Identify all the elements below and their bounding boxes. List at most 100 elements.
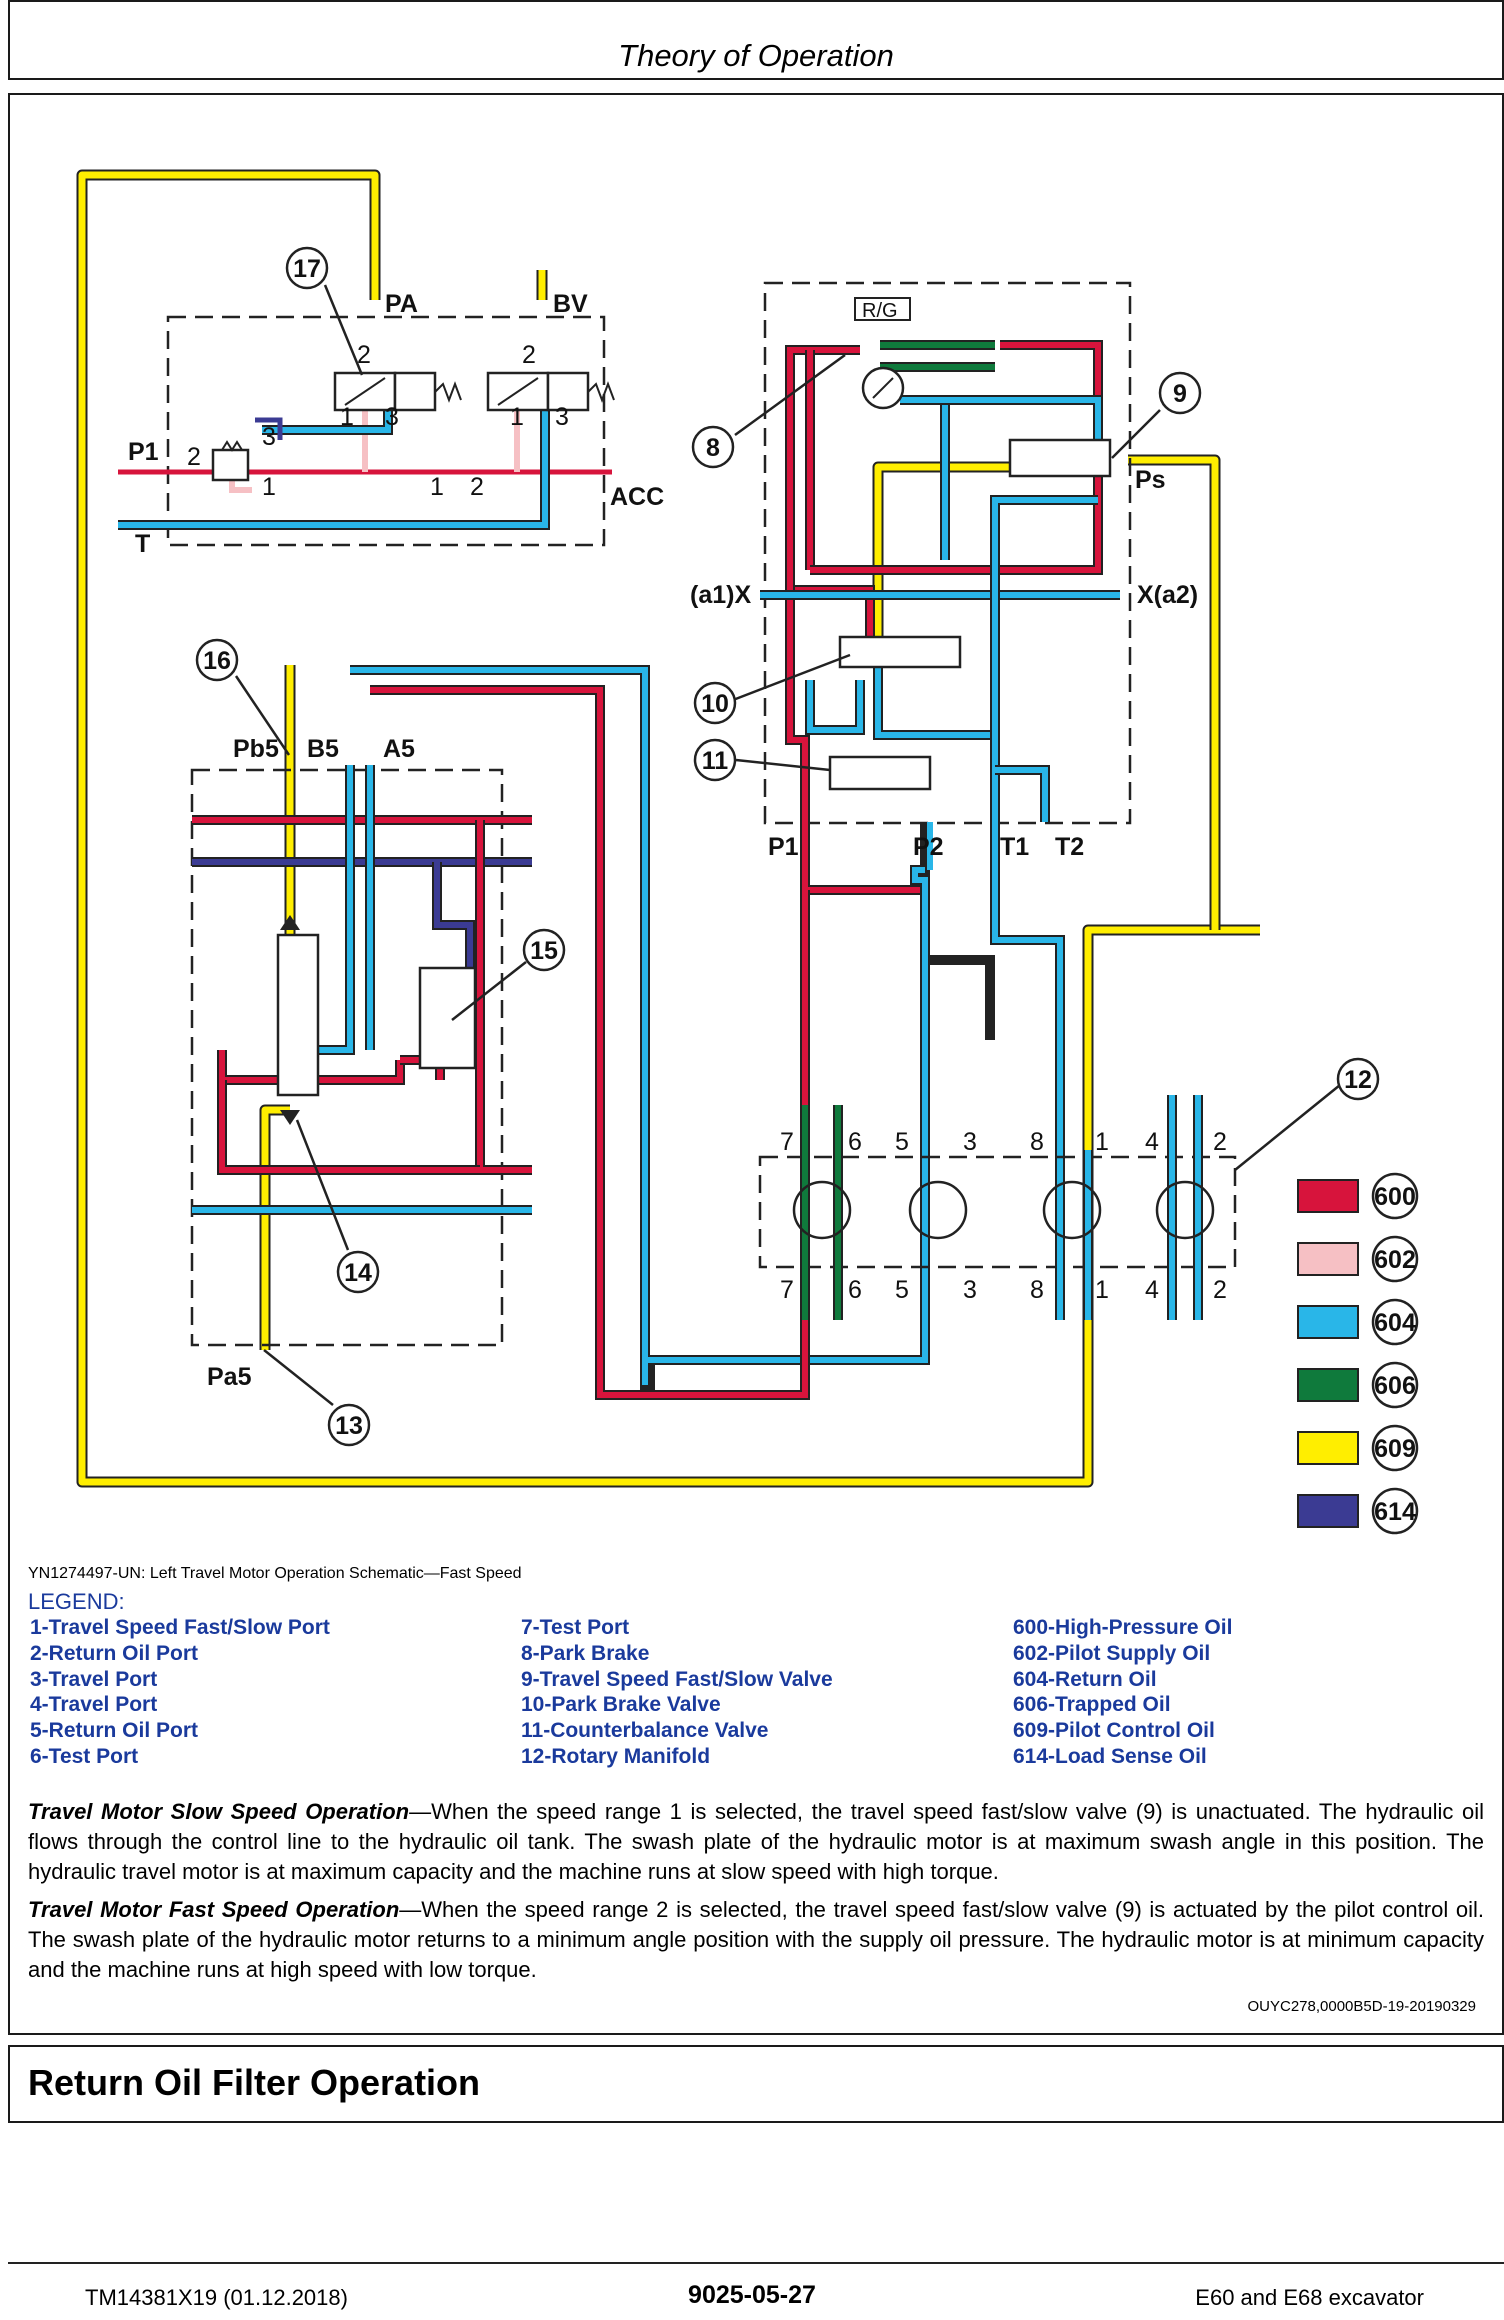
svg-text:PA: PA bbox=[385, 290, 418, 318]
legend-item: 7-Test Port bbox=[521, 1616, 630, 1639]
legend-item: 4-Travel Port bbox=[30, 1693, 158, 1717]
svg-text:P1: P1 bbox=[128, 438, 159, 466]
figure-caption: YN1274497-UN: Left Travel Motor Operatio… bbox=[28, 1565, 522, 1582]
svg-text:3: 3 bbox=[385, 403, 399, 431]
color-key-606: 606 bbox=[1297, 1361, 1419, 1409]
legend-column-1: 1-Travel Speed Fast/Slow Port 2-Return O… bbox=[30, 1615, 330, 1770]
legend-item: 6-Test Port bbox=[30, 1744, 139, 1768]
svg-text:1: 1 bbox=[262, 473, 276, 501]
color-key: 600 602 604 606 609 614 bbox=[1297, 1172, 1419, 1535]
svg-text:X(a2): X(a2) bbox=[1137, 581, 1198, 609]
rotary-manifold-lines bbox=[792, 1095, 1215, 1320]
svg-text:6: 6 bbox=[848, 1276, 862, 1304]
legend-item: 602-Pilot Supply Oil bbox=[1013, 1641, 1211, 1665]
svg-text:Pa5: Pa5 bbox=[207, 1363, 252, 1391]
counterbalance-valve-body bbox=[828, 755, 932, 791]
callouts bbox=[195, 246, 1380, 1447]
legend-item: 600-High-Pressure Oil bbox=[1013, 1616, 1233, 1639]
color-key-604: 604 bbox=[1297, 1298, 1419, 1346]
footer-machine-model: E60 and E68 excavator bbox=[1195, 2285, 1424, 2310]
color-key-602: 602 bbox=[1297, 1235, 1419, 1283]
legend-item: 12-Rotary Manifold bbox=[521, 1744, 711, 1768]
svg-text:8: 8 bbox=[706, 434, 720, 462]
svg-text:6: 6 bbox=[848, 1128, 862, 1156]
callout-numbers: 17 8 9 10 11 16 15 14 13 12 bbox=[203, 255, 1372, 1440]
svg-text:614: 614 bbox=[1374, 1498, 1416, 1526]
svg-text:Pb5: Pb5 bbox=[233, 735, 279, 763]
slow-speed-heading: Travel Motor Slow Speed Operation bbox=[28, 1799, 410, 1824]
legend-item: 5-Return Oil Port bbox=[30, 1719, 199, 1743]
svg-text:BV: BV bbox=[553, 290, 588, 318]
fast-speed-heading: Travel Motor Fast Speed Operation bbox=[28, 1897, 400, 1922]
pilot-relief-valve bbox=[211, 440, 250, 482]
motor-lines bbox=[760, 340, 1120, 1250]
slow-speed-paragraph: Travel Motor Slow Speed Operation—When t… bbox=[28, 1797, 1484, 1887]
svg-text:2: 2 bbox=[187, 443, 201, 471]
svg-text:11: 11 bbox=[702, 747, 729, 775]
legend-item: 1-Travel Speed Fast/Slow Port bbox=[30, 1616, 330, 1639]
svg-text:B5: B5 bbox=[307, 735, 339, 763]
color-key-600: 600 bbox=[1297, 1172, 1419, 1220]
control-valve-components bbox=[276, 915, 477, 1125]
motor-port-labels: Ps (a1)X X(a2) P1 P2 T1 T2 bbox=[690, 466, 1198, 861]
svg-text:609: 609 bbox=[1374, 1435, 1416, 1463]
svg-text:14: 14 bbox=[344, 1259, 372, 1287]
footer-page-number: 9025-05-27 bbox=[688, 2281, 816, 2309]
svg-text:600: 600 bbox=[1374, 1183, 1416, 1211]
footer-divider bbox=[8, 2262, 1504, 2264]
rotary-manifold-boundary bbox=[758, 1155, 1237, 1269]
svg-text:606: 606 bbox=[1374, 1372, 1416, 1400]
control-valve-boundary bbox=[190, 768, 504, 1347]
svg-text:3: 3 bbox=[555, 403, 569, 431]
pilot-manifold-boundary bbox=[166, 315, 606, 547]
svg-text:7: 7 bbox=[780, 1128, 794, 1156]
svg-text:3: 3 bbox=[963, 1276, 977, 1304]
legend-item: 609-Pilot Control Oil bbox=[1013, 1719, 1215, 1743]
svg-text:10: 10 bbox=[701, 690, 729, 718]
legend-item: 604-Return Oil bbox=[1013, 1667, 1157, 1691]
solenoid-valve-bv bbox=[486, 371, 615, 412]
svg-text:7: 7 bbox=[780, 1276, 794, 1304]
pilot-supply-lines bbox=[118, 410, 612, 530]
page-header-title: Theory of Operation bbox=[618, 38, 894, 73]
svg-text:2: 2 bbox=[357, 341, 371, 369]
control-valve-labels: Pb5 B5 A5 Pa5 bbox=[207, 735, 415, 1391]
color-key-614: 614 bbox=[1297, 1487, 1419, 1535]
travel-spool bbox=[276, 933, 320, 1097]
svg-text:2: 2 bbox=[522, 341, 536, 369]
rotary-manifold-top-numbers: 7 6 5 3 8 1 4 2 bbox=[780, 1128, 1227, 1156]
svg-text:5: 5 bbox=[895, 1128, 909, 1156]
svg-text:8: 8 bbox=[1030, 1128, 1044, 1156]
section-title: Return Oil Filter Operation bbox=[28, 2062, 481, 2103]
figure-frame bbox=[8, 93, 1504, 2035]
svg-text:2: 2 bbox=[470, 473, 484, 501]
svg-text:8: 8 bbox=[1030, 1276, 1044, 1304]
svg-text:1: 1 bbox=[1095, 1276, 1109, 1304]
legend-item: 2-Return Oil Port bbox=[30, 1641, 199, 1665]
svg-text:3: 3 bbox=[262, 423, 276, 451]
svg-text:604: 604 bbox=[1374, 1309, 1416, 1337]
legend-item: 8-Park Brake bbox=[521, 1641, 650, 1665]
park-brake-valve-body bbox=[838, 635, 962, 669]
color-key-609: 609 bbox=[1297, 1424, 1419, 1472]
upper-left-labels: PA BV P1 T ACC 2 1 3 2 1 3 2 3 1 1 2 bbox=[128, 290, 664, 558]
legend-column-3: 600-High-Pressure Oil 602-Pilot Supply O… bbox=[1013, 1615, 1232, 1770]
solenoid-valve-pa bbox=[333, 371, 462, 412]
svg-text:1: 1 bbox=[1095, 1128, 1109, 1156]
svg-text:2: 2 bbox=[1213, 1276, 1227, 1304]
svg-text:T: T bbox=[135, 530, 150, 558]
svg-text:R/G: R/G bbox=[862, 300, 898, 322]
svg-text:9: 9 bbox=[1173, 380, 1187, 408]
svg-text:ACC: ACC bbox=[610, 483, 664, 511]
svg-text:3: 3 bbox=[963, 1128, 977, 1156]
hydraulic-schematic: PA BV P1 T ACC 2 1 3 2 1 3 2 3 1 1 2 bbox=[76, 169, 1419, 1535]
svg-text:602: 602 bbox=[1374, 1246, 1416, 1274]
svg-text:1: 1 bbox=[340, 403, 354, 431]
legend-item: 11-Counterbalance Valve bbox=[521, 1719, 769, 1743]
legend-title: LEGEND: bbox=[28, 1589, 125, 1614]
document-reference: OUYC278,0000B5D-19-20190329 bbox=[1247, 1998, 1477, 2015]
svg-text:5: 5 bbox=[895, 1276, 909, 1304]
svg-text:2: 2 bbox=[1213, 1128, 1227, 1156]
section-header: Return Oil Filter Operation bbox=[8, 2045, 1504, 2123]
legend-item: 3-Travel Port bbox=[30, 1667, 158, 1691]
